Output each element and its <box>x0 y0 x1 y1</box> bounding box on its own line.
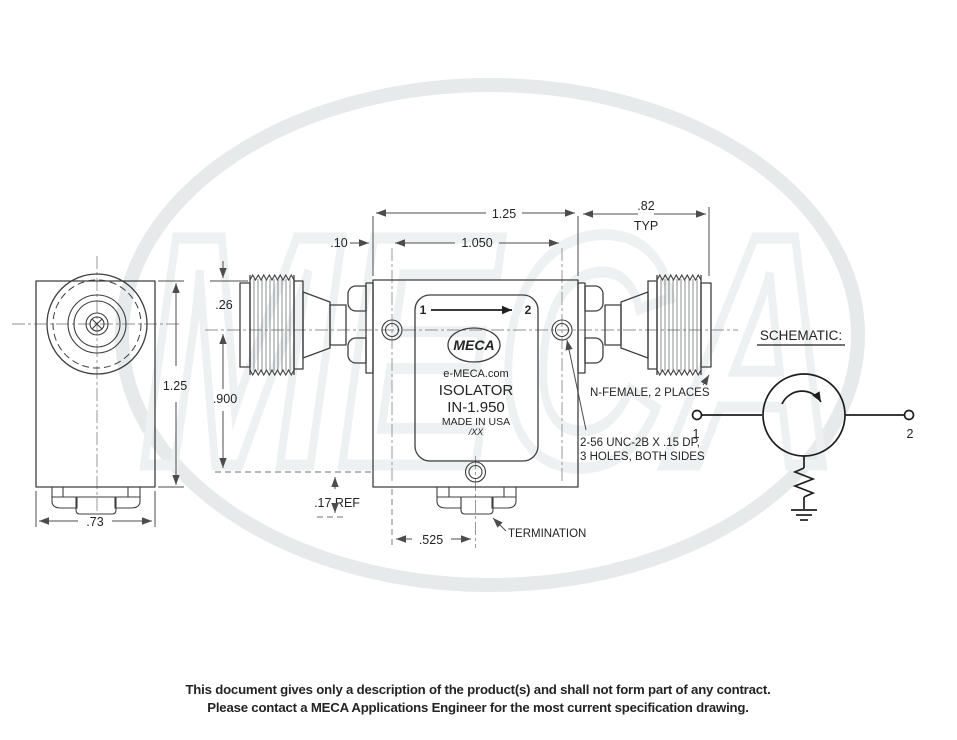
right-flange-lug-top <box>584 285 604 312</box>
screw-bottom <box>464 461 487 483</box>
dim-base-ref-label: .17 REF <box>314 496 360 510</box>
right-knurl-bottom-edge <box>656 368 702 377</box>
meca-logo-text: MECA <box>453 337 494 353</box>
left-flange-lug-bottom <box>347 337 367 364</box>
end-view-body <box>35 280 156 488</box>
end-view-connector <box>46 273 148 375</box>
dim-end-width: .73 <box>35 491 156 529</box>
watermark-ellipse <box>115 78 865 592</box>
label-plate <box>414 294 539 462</box>
port1-terminal <box>691 409 703 421</box>
top-dimensions: 1.25 .82 TYP .10 1.050 <box>330 199 710 276</box>
dim-end-height-label: 1.25 <box>163 379 187 393</box>
ground-icon <box>791 509 817 521</box>
schematic: SCHEMATIC: 1 2 <box>691 328 915 521</box>
meca-logo-icon <box>447 327 501 363</box>
right-flange-lug-bottom <box>584 337 604 364</box>
bottom-dimensions: .17 REF .525 TERMINATION <box>314 477 586 547</box>
schematic-port2-label: 2 <box>907 427 914 441</box>
plate-rev: /XX <box>468 427 485 437</box>
end-view: 1.25 .73 <box>35 273 187 529</box>
dim-center-offset-label: .26 <box>215 298 232 312</box>
isolator-body <box>372 279 579 488</box>
dim-end-height: 1.25 <box>158 280 187 488</box>
left-knurl-hatch <box>253 279 291 371</box>
callout-notes: N-FEMALE, 2 PLACES 2-56 UNC-2B X .15 DP,… <box>565 339 710 463</box>
end-view-termination <box>51 487 141 515</box>
dim-hole-vertical-label: .900 <box>213 392 237 406</box>
screw-left <box>381 319 403 341</box>
left-knurl-bottom-edge <box>249 368 295 377</box>
plate-origin: MADE IN USA <box>442 416 510 428</box>
right-knurl-top-edge <box>656 273 702 282</box>
connector-note: N-FEMALE, 2 PLACES <box>590 387 710 399</box>
screw-note-line1: 2-56 UNC-2B X .15 DP, <box>580 437 700 449</box>
main-body: 1 2 MECA e-MECA.com ISOLATOR IN-1.950 MA… <box>372 279 579 515</box>
footer-line2: Please contact a MECA Applications Engin… <box>207 700 748 715</box>
left-knurl-top-edge <box>249 273 295 282</box>
dim-termination-offset-label: .525 <box>419 533 443 547</box>
schematic-port1-label: 1 <box>693 427 700 441</box>
dim-body-width-label: 1.25 <box>492 207 516 221</box>
right-connector <box>577 273 712 377</box>
plate-site: e-MECA.com <box>443 368 508 380</box>
plate-port-out: 2 <box>525 303 532 317</box>
watermark-text: MECA <box>140 166 840 535</box>
termination-fitting <box>436 487 517 515</box>
dim-vertical-column: .26 .900 <box>210 261 372 473</box>
plate-port-in: 1 <box>420 303 427 317</box>
meca-watermark: MECA <box>115 78 865 592</box>
dim-hole-spacing-label: 1.050 <box>461 236 492 250</box>
plate-model: IN-1.950 <box>447 399 505 416</box>
label-plate-content: 1 2 MECA e-MECA.com ISOLATOR IN-1.950 MA… <box>420 303 532 437</box>
plate-product: ISOLATOR <box>439 382 514 399</box>
dim-connector-length-note: TYP <box>634 219 658 233</box>
right-connector-cap <box>700 282 712 368</box>
port2-terminal <box>903 409 915 421</box>
left-flange-lug-top <box>347 285 367 312</box>
screw-right <box>551 319 573 341</box>
footer-disclaimer: This document gives only a description o… <box>185 682 770 715</box>
dim-connector-length-label: .82 <box>637 199 654 213</box>
right-knurl-hatch <box>660 279 698 371</box>
footer-line1: This document gives only a description o… <box>185 682 770 697</box>
schematic-title: SCHEMATIC: <box>760 328 842 343</box>
termination-callout: TERMINATION <box>508 528 586 540</box>
termination-resistor-icon <box>792 456 816 509</box>
screw-note-line2: 3 HOLES, BOTH SIDES <box>580 451 705 463</box>
dim-hole-edge-offset-label: .10 <box>330 236 347 250</box>
dim-end-width-label: .73 <box>86 515 103 529</box>
circulator-arrow-icon <box>781 390 822 405</box>
